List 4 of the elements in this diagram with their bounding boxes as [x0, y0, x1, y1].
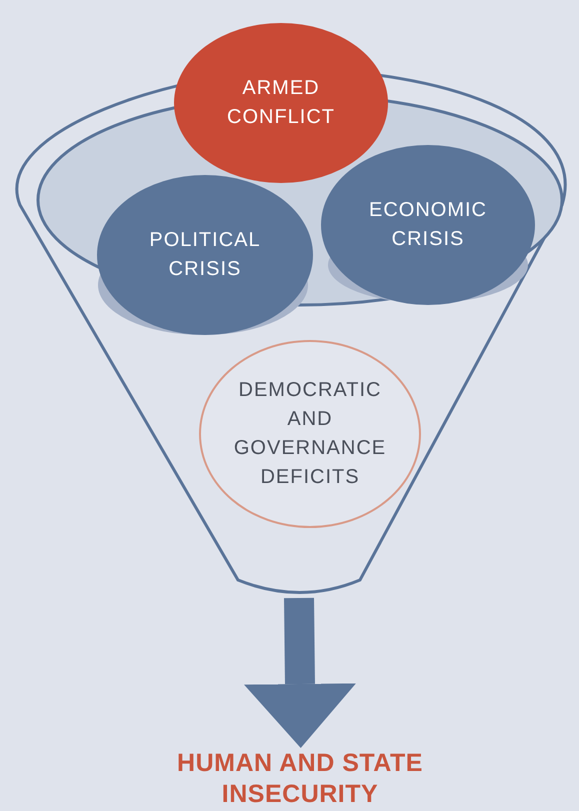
- arrow: [244, 598, 356, 748]
- conflict-ellipse: ARMED CONFLICT: [174, 23, 388, 183]
- deficit-circle: DEMOCRATIC AND GOVERNANCE DEFICITS: [199, 340, 421, 528]
- outcome-text: HUMAN AND STATE INSECURITY: [140, 748, 460, 811]
